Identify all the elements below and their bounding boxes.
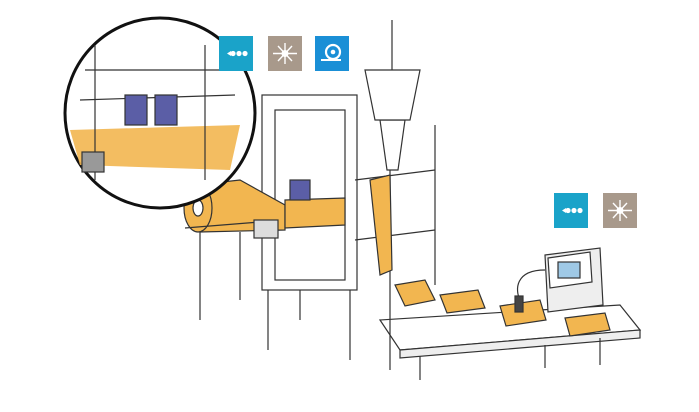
inkjet-printer xyxy=(514,247,604,313)
film-roll xyxy=(183,179,346,320)
continuous-inkjet-icon xyxy=(219,36,253,71)
laser-marking-icon xyxy=(603,193,637,228)
laser-marking-icon xyxy=(268,36,302,71)
detail-magnifier xyxy=(63,16,257,210)
bagger-frame xyxy=(261,20,436,370)
bags xyxy=(394,279,611,337)
thermal-transfer-icon xyxy=(315,36,349,71)
continuous-inkjet-icon xyxy=(554,193,588,228)
